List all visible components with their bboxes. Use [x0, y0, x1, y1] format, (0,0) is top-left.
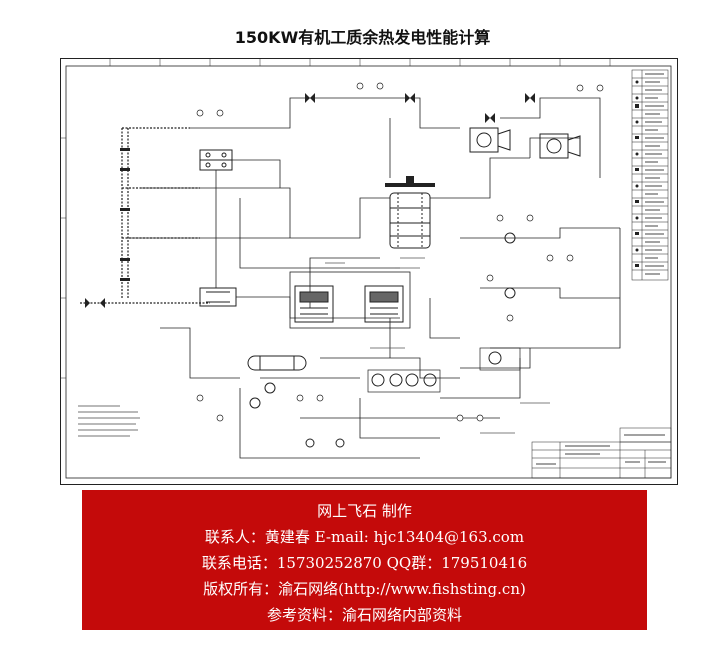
receiver-tank: [247, 355, 307, 371]
small-labels: [325, 257, 550, 434]
page-title: 150KW有机工质余热发电性能计算: [234, 28, 491, 47]
title-block: [531, 427, 672, 479]
turbine-generator-1: [469, 127, 511, 153]
vessel-small-parts: [385, 176, 435, 187]
top-valves: [305, 93, 535, 123]
banner-maker-line: 网上飞石 制作: [317, 502, 412, 520]
drawing-frame: [60, 58, 678, 485]
circulation-pumps: [249, 232, 516, 448]
cooling-tower-2: [364, 285, 404, 323]
turbine-generator-2: [539, 133, 581, 159]
drawing-inner-frame: [65, 65, 672, 479]
banner-phone-line: 联系电话：15730252870 QQ群：179510416: [201, 554, 528, 572]
pump-skid-frame: [367, 347, 521, 393]
contact-banner: 网上飞石 制作 联系人：黄建春 E-mail: hjc13404@163.com…: [82, 490, 647, 630]
valves-left: [85, 148, 130, 308]
banner-contact-line: 联系人：黄建春 E-mail: hjc13404@163.com: [204, 528, 525, 546]
title-block-marks: [536, 434, 666, 465]
cooling-tower-1: [294, 285, 334, 323]
separator-vessel: [389, 192, 431, 249]
legend-symbols: [635, 80, 639, 267]
process-flow-diagram: [60, 58, 678, 485]
instrument-tags: [196, 82, 604, 422]
drawing-notes: [78, 405, 140, 437]
banner-reference-line: 参考资料：渝石网络内部资料: [266, 606, 462, 624]
banner-copyright-line: 版权所有：渝石网络(http://www.fishsting.cn): [203, 580, 526, 598]
working-fluid-pipelines: [128, 97, 621, 459]
legend-text-marks: [645, 73, 664, 275]
frame-ruler: [60, 58, 611, 379]
tower-frame: [289, 271, 411, 329]
legend-table: [631, 69, 669, 281]
